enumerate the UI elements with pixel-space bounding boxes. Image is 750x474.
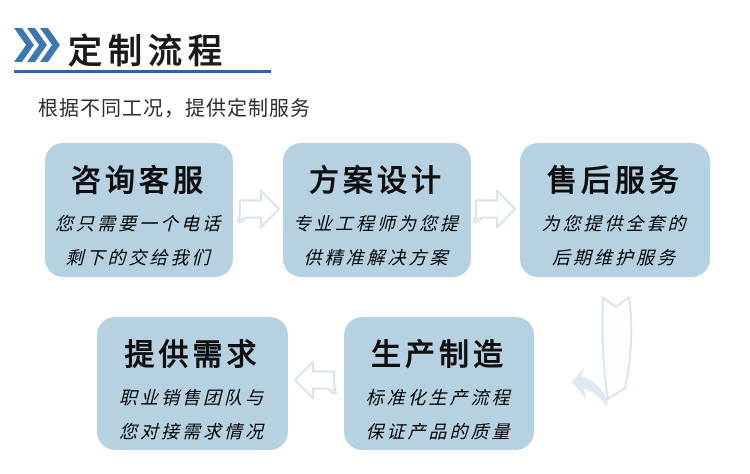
step-title: 售后服务	[547, 165, 683, 198]
step-desc-line: 您对接需求情况	[119, 422, 266, 443]
step-title: 提供需求	[124, 339, 261, 372]
block-arrow-left-icon	[291, 357, 339, 403]
section-subtitle: 根据不同工况，提供定制服务	[38, 98, 311, 120]
curved-ribbon-arrow-down-left-icon	[572, 293, 644, 417]
page-title: 定制流程	[68, 33, 228, 71]
step-desc-line: 标准化生产流程	[365, 388, 513, 409]
step-title: 咨询客服	[71, 165, 207, 198]
flow-step-manufacturing: 生产制造 标准化生产流程 保证产品的质量	[344, 317, 534, 450]
step-desc-line: 剩下的交给我们	[65, 248, 213, 269]
block-arrow-right-icon	[471, 186, 519, 232]
step-desc-line: 保证产品的质量	[365, 422, 513, 443]
step-desc-line: 供精准解决方案	[303, 248, 451, 269]
step-title: 方案设计	[309, 165, 445, 198]
block-arrow-right-icon	[235, 186, 283, 232]
step-desc-line: 为您提供全套的	[541, 214, 689, 235]
flow-step-after-sales: 售后服务 为您提供全套的 后期维护服务	[520, 143, 710, 277]
step-desc-line: 您只需要一个电话	[55, 214, 223, 235]
step-desc-line: 专业工程师为您提	[293, 214, 461, 235]
flow-step-provide-requirements: 提供需求 职业销售团队与 您对接需求情况	[97, 317, 288, 450]
flow-step-consult-service: 咨询客服 您只需要一个电话 剩下的交给我们	[45, 143, 233, 277]
step-desc-line: 职业销售团队与	[119, 388, 266, 409]
step-desc-line: 后期维护服务	[552, 248, 678, 269]
flow-step-scheme-design: 方案设计 专业工程师为您提 供精准解决方案	[283, 143, 471, 277]
triple-chevron-right-icon	[14, 28, 60, 62]
step-title: 生产制造	[371, 339, 507, 372]
title-underline	[14, 70, 271, 73]
